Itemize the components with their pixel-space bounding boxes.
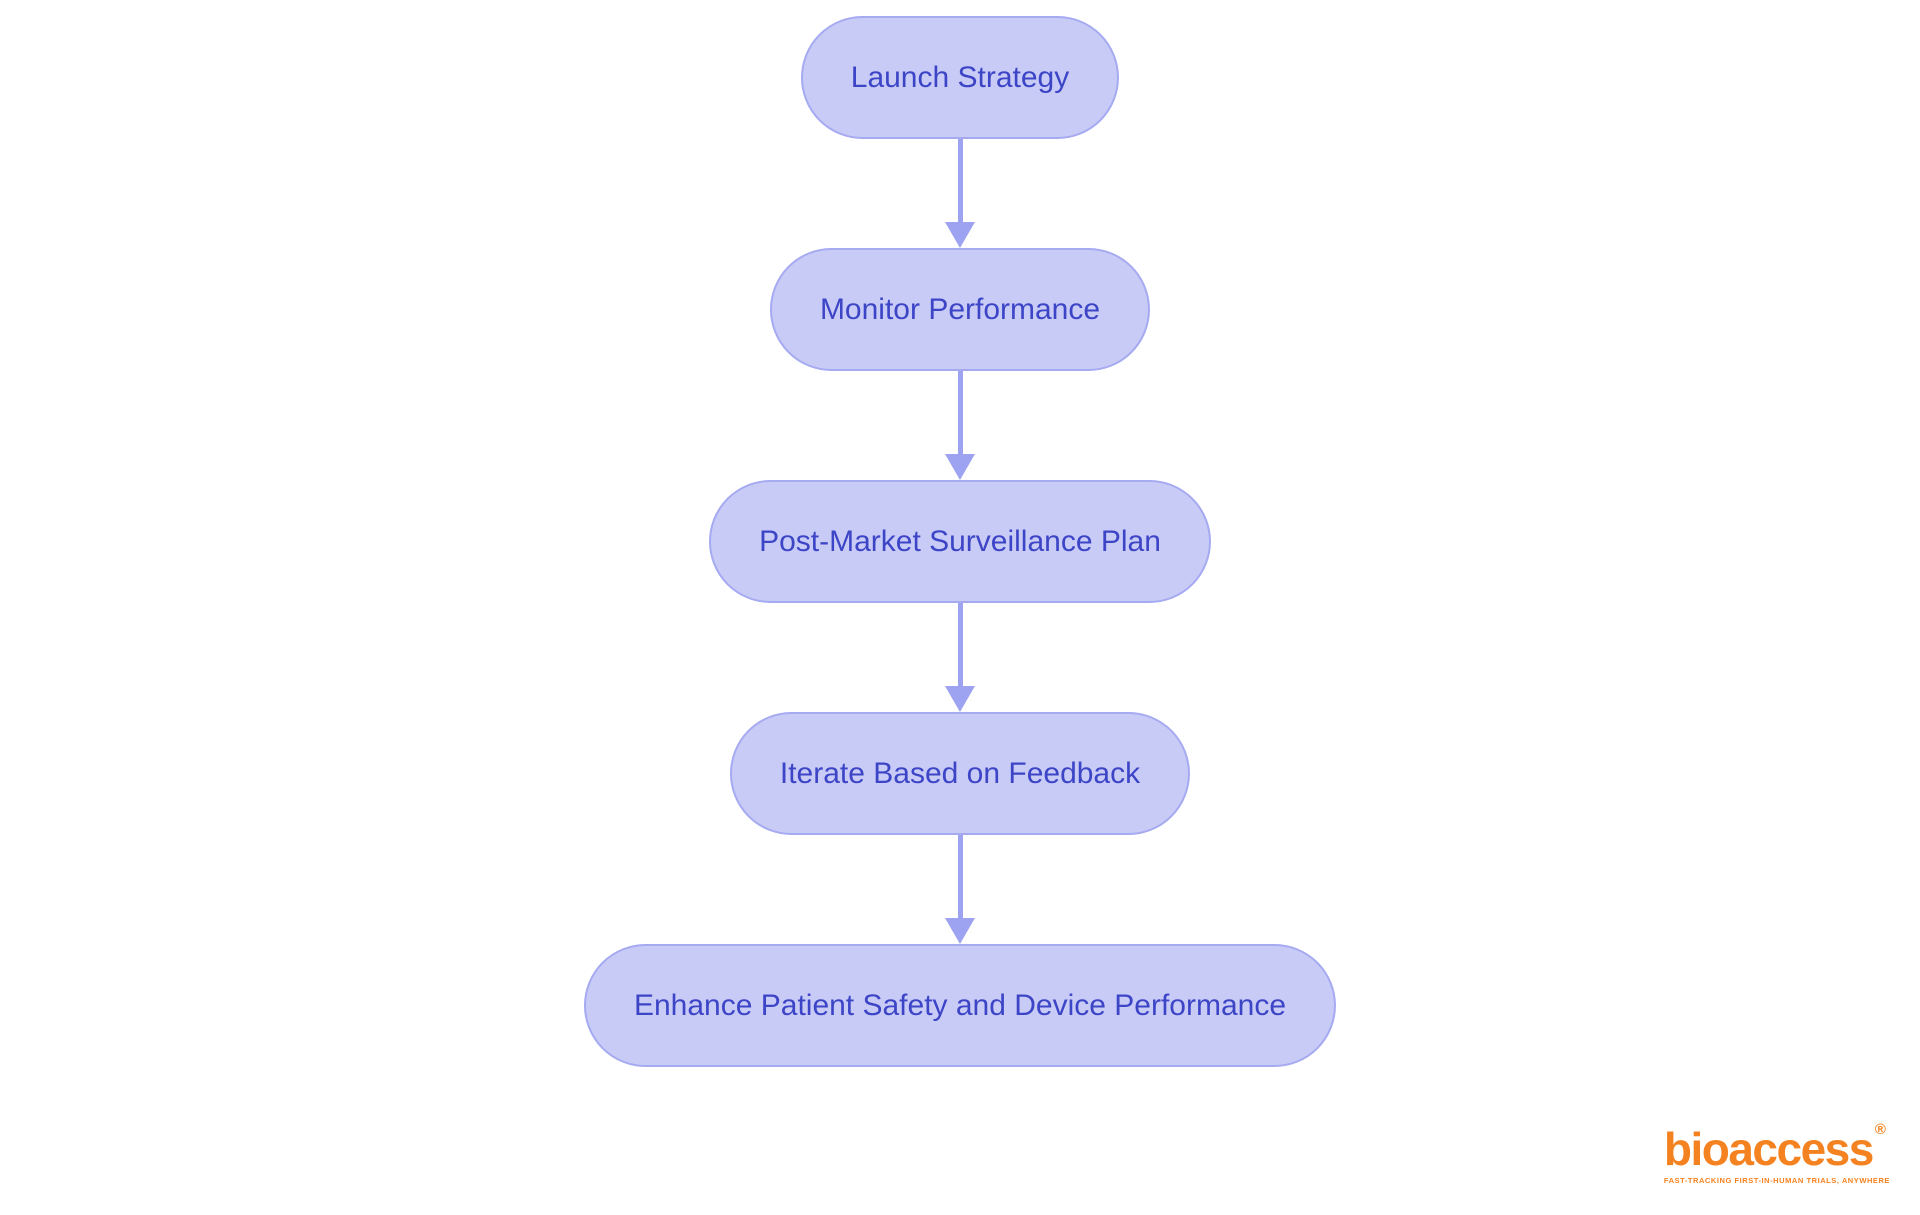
brand-name: bioaccess — [1663, 1123, 1874, 1175]
flow-node-launch-strategy: Launch Strategy — [800, 16, 1120, 139]
flow-node-post-market-surveillance-plan: Post-Market Surveillance Plan — [709, 480, 1211, 603]
arrow-line — [957, 371, 963, 454]
bioaccess-logo: bioaccess® FAST-TRACKING FIRST-IN-HUMAN … — [1663, 1122, 1890, 1185]
flow-node-iterate-based-on-feedback: Iterate Based on Feedback — [729, 712, 1191, 835]
arrow-line — [957, 835, 963, 918]
arrow-line — [957, 603, 963, 686]
flowchart-column: Launch Strategy Monitor Performance Post… — [583, 16, 1337, 1067]
flow-node-enhance-patient-safety: Enhance Patient Safety and Device Perfor… — [583, 944, 1337, 1067]
registered-trademark-icon: ® — [1874, 1121, 1886, 1138]
flow-arrow-1 — [944, 139, 975, 248]
arrow-head-icon — [944, 686, 975, 712]
flow-arrow-2 — [944, 371, 975, 480]
arrow-line — [957, 139, 963, 222]
bioaccess-wordmark: bioaccess® — [1663, 1122, 1890, 1175]
flow-node-monitor-performance: Monitor Performance — [769, 248, 1151, 371]
brand-tagline: FAST-TRACKING FIRST-IN-HUMAN TRIALS, ANY… — [1663, 1176, 1890, 1185]
flow-arrow-3 — [944, 603, 975, 712]
arrow-head-icon — [944, 222, 975, 248]
arrow-head-icon — [944, 918, 975, 944]
flow-arrow-4 — [944, 835, 975, 944]
arrow-head-icon — [944, 454, 975, 480]
